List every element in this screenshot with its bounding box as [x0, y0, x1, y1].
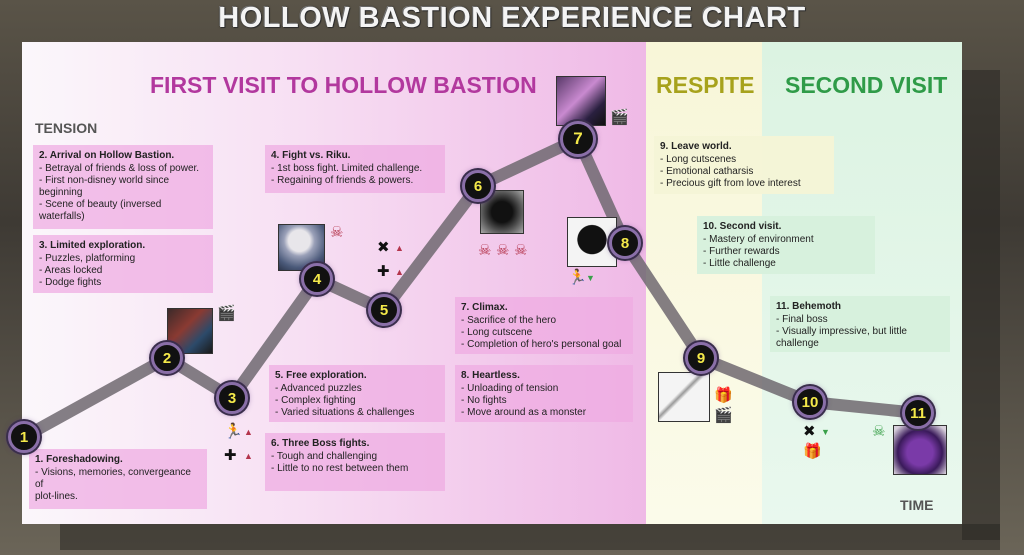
skull-icon: ☠: [478, 242, 492, 259]
box-10-line: - Little challenge: [703, 258, 776, 269]
box-3-title: 3. Limited exploration.: [39, 240, 146, 251]
box-2-line: - Scene of beauty (inversed waterfalls): [39, 199, 162, 222]
chart-title: HOLLOW BASTION EXPERIENCE CHART: [218, 2, 806, 34]
info-box-8: 8. Heartless. - Unloading of tension - N…: [455, 365, 633, 422]
box-4-line: - Regaining of friends & powers.: [271, 175, 414, 186]
arrow-up-icon: ▲: [244, 451, 253, 461]
box-4-title: 4. Fight vs. Riku.: [271, 150, 351, 161]
box-11-line: - Visually impressive, but little: [776, 326, 907, 337]
box-1-line: plot-lines.: [35, 491, 78, 502]
puzzle-icon: ✚: [377, 263, 390, 280]
box-1-line: - Visions, memories, convergeance of: [35, 467, 191, 490]
info-box-5: 5. Free exploration. - Advanced puzzles …: [269, 365, 445, 422]
box-7-title: 7. Climax.: [461, 302, 508, 313]
node-6: 6: [462, 170, 494, 202]
respite-panel: [646, 42, 762, 524]
box-8-line: - Move around as a monster: [461, 407, 587, 418]
node-1: 1: [8, 421, 40, 453]
node-5: 5: [368, 294, 400, 326]
skull-icon: ☠: [496, 242, 510, 259]
clapperboard-icon: 🎬: [217, 305, 236, 322]
node-9: 9: [685, 342, 717, 374]
background-shadow-right: [962, 70, 1000, 540]
thumbnail-heartless-image: [567, 217, 617, 267]
box-2-line: beginning: [39, 187, 83, 198]
box-9-title: 9. Leave world.: [660, 141, 732, 152]
arrow-down-icon: ▼: [821, 427, 830, 437]
skull-icon: ☠: [514, 242, 528, 259]
box-11-line: challenge: [776, 338, 819, 349]
info-box-9: 9. Leave world. - Long cutscenes - Emoti…: [654, 136, 834, 194]
box-6-line: - Tough and challenging: [271, 451, 378, 462]
box-9-line: - Long cutscenes: [660, 154, 737, 165]
box-5-line: - Advanced puzzles: [275, 383, 362, 394]
box-6-title: 6. Three Boss fights.: [271, 438, 370, 449]
arrow-down-icon: ▼: [586, 273, 595, 283]
background-shadow-bottom: [60, 524, 1000, 550]
node-7: 7: [560, 121, 596, 157]
box-9-line: - Precious gift from love interest: [660, 178, 801, 189]
node-3: 3: [216, 382, 248, 414]
box-11-line: - Final boss: [776, 314, 828, 325]
gift-icon: 🎁: [714, 387, 733, 404]
crossed-swords-icon: ✖: [803, 423, 816, 440]
info-box-1: 1. Foreshadowing. - Visions, memories, c…: [29, 449, 207, 509]
section-title-second-visit: SECOND VISIT: [785, 72, 948, 98]
box-7-line: - Long cutscene: [461, 327, 533, 338]
info-box-7: 7. Climax. - Sacrifice of the hero - Lon…: [455, 297, 633, 354]
skull-icon: ☠: [330, 224, 344, 241]
box-3-line: - Puzzles, platforming: [39, 253, 136, 264]
info-box-6: 6. Three Boss fights. - Tough and challe…: [265, 433, 445, 491]
info-box-11: 11. Behemoth - Final boss - Visually imp…: [770, 296, 950, 352]
info-box-10: 10. Second visit. - Mastery of environme…: [697, 216, 875, 274]
arrow-up-icon: ▲: [244, 427, 253, 437]
y-axis-label: TENSION: [35, 120, 98, 136]
box-8-line: - Unloading of tension: [461, 383, 559, 394]
box-2-line: - First non-disney world since: [39, 175, 170, 186]
node-10: 10: [794, 386, 826, 418]
box-7-line: - Sacrifice of the hero: [461, 315, 557, 326]
box-8-title: 8. Heartless.: [461, 370, 520, 381]
section-title-respite: RESPITE: [656, 72, 755, 98]
box-5-line: - Varied situations & challenges: [275, 407, 415, 418]
box-5-title: 5. Free exploration.: [275, 370, 367, 381]
box-3-line: - Areas locked: [39, 265, 103, 276]
box-8-line: - No fights: [461, 395, 507, 406]
box-11-title: 11. Behemoth: [776, 301, 842, 312]
box-6-line: - Little to no rest between them: [271, 463, 409, 474]
box-7-line: - Completion of hero's personal goal: [461, 339, 622, 350]
box-5-line: - Complex fighting: [275, 395, 356, 406]
x-axis-label: TIME: [900, 497, 934, 513]
box-9-line: - Emotional catharsis: [660, 166, 754, 177]
box-10-title: 10. Second visit.: [703, 221, 782, 232]
info-box-4: 4. Fight vs. Riku. - 1st boss fight. Lim…: [265, 145, 445, 193]
gift-icon: 🎁: [803, 443, 822, 460]
info-box-2: 2. Arrival on Hollow Bastion. - Betrayal…: [33, 145, 213, 229]
arrow-up-icon: ▲: [395, 243, 404, 253]
arrow-up-icon: ▲: [395, 267, 404, 277]
node-2: 2: [151, 342, 183, 374]
thumbnail-climax-image: [556, 76, 606, 126]
section-title-first-visit: FIRST VISIT TO HOLLOW BASTION: [150, 72, 537, 98]
clapperboard-icon: 🎬: [714, 407, 733, 424]
box-4-line: - 1st boss fight. Limited challenge.: [271, 163, 423, 174]
box-10-line: - Further rewards: [703, 246, 780, 257]
box-2-title: 2. Arrival on Hollow Bastion.: [39, 150, 175, 161]
box-1-title: 1. Foreshadowing.: [35, 454, 123, 465]
running-icon: 🏃: [224, 423, 243, 440]
box-3-line: - Dodge fights: [39, 277, 102, 288]
thumbnail-behemoth-image: [893, 425, 947, 475]
running-icon: 🏃: [568, 269, 587, 286]
box-2-line: - Betrayal of friends & loss of power.: [39, 163, 200, 174]
box-10-line: - Mastery of environment: [703, 234, 814, 245]
node-8: 8: [609, 227, 641, 259]
skull-icon: ☠: [872, 423, 886, 440]
thumbnail-keyblade-image: [658, 372, 710, 422]
puzzle-icon: ✚: [224, 447, 237, 464]
node-4: 4: [301, 263, 333, 295]
crossed-swords-icon: ✖: [377, 239, 390, 256]
clapperboard-icon: 🎬: [610, 109, 629, 126]
info-box-3: 3. Limited exploration. - Puzzles, platf…: [33, 235, 213, 293]
node-11: 11: [902, 397, 934, 429]
